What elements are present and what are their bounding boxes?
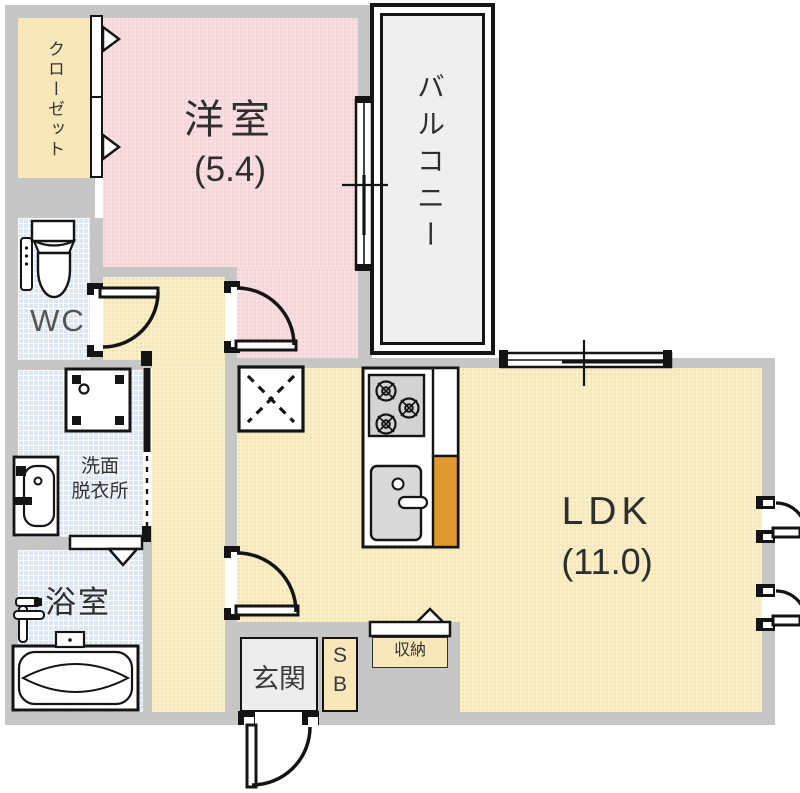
- ldk-label: LDK: [561, 490, 653, 533]
- shoe-box-line1: S: [332, 644, 347, 667]
- washroom-label-line2: 脱衣所: [71, 481, 129, 502]
- room-bathroom: [18, 550, 143, 712]
- wall-top: [5, 5, 372, 18]
- room-wc: [18, 218, 90, 360]
- wall-bathroom-right: [143, 545, 152, 712]
- window-gap-right-1: [762, 500, 775, 540]
- hallway-upper: [103, 277, 225, 363]
- closet-label: クローゼット: [45, 40, 64, 160]
- washroom-label: 洗面 脱衣所: [55, 454, 145, 504]
- wall-ldk-right: [762, 358, 775, 725]
- room-western-lower: [237, 268, 358, 358]
- entrance-label: 玄関: [252, 664, 306, 694]
- wall-washroom-top: [5, 360, 152, 370]
- doorway-wc: [90, 291, 103, 349]
- western-room-label: 洋室: [184, 98, 276, 142]
- wall-entrance-top: [225, 622, 460, 637]
- washroom-label-line1: 洗面: [80, 456, 119, 477]
- balcony-label: バルコニー: [414, 71, 445, 257]
- entrance-floor: [240, 637, 318, 712]
- bathroom-label: 浴室: [45, 585, 111, 620]
- western-room-size: (5.4): [194, 150, 266, 189]
- wall-ldk-top: [225, 358, 775, 368]
- doorway-bathroom: [70, 537, 142, 550]
- wc-label: WC: [30, 303, 86, 338]
- wall-western-bottom: [90, 267, 237, 277]
- room-western-upper: [103, 18, 358, 268]
- doorway-entrance: [255, 712, 303, 725]
- closet-door: [90, 15, 103, 178]
- balcony-floor: [380, 13, 485, 345]
- hallway-lower: [152, 363, 225, 712]
- wall-closet-bottom: [13, 178, 95, 218]
- storage-label: 収納: [393, 642, 426, 659]
- doorway-ldk: [225, 548, 237, 612]
- ldk-size: (11.0): [561, 541, 653, 582]
- doorway-western: [225, 288, 237, 345]
- storage-box: [372, 637, 448, 668]
- shoe-box-label: S B: [321, 641, 359, 699]
- window-gap-right-2: [762, 588, 775, 628]
- wall-bottom: [5, 712, 775, 725]
- wall-entrance-left: [225, 637, 240, 712]
- room-closet: [18, 18, 90, 178]
- shoe-box: [322, 637, 358, 712]
- shoe-box-line2: B: [332, 673, 347, 696]
